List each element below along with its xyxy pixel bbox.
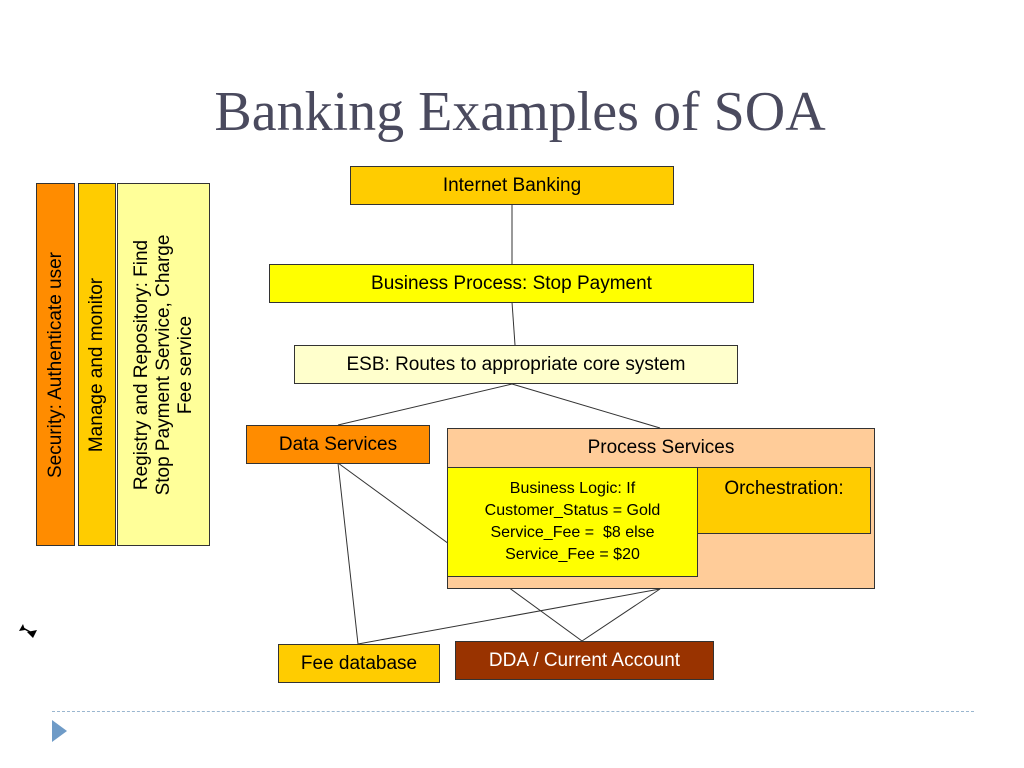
business-process-box: Business Process: Stop Payment — [269, 264, 754, 303]
business-logic-line4: Service_Fee = $20 — [505, 546, 640, 563]
registry-label-line1: Registry and Repository: Find — [130, 239, 152, 490]
line-process-services-to-fee-db — [357, 588, 661, 645]
line-esb-to-data-services — [337, 383, 513, 426]
registry-label: Registry and Repository: Find Stop Payme… — [131, 234, 197, 495]
dda-box: DDA / Current Account — [455, 641, 714, 680]
security-label: Security: Authenticate user — [44, 251, 66, 478]
registry-label-line2: Stop Payment Service, Charge — [152, 234, 174, 495]
slide-title: Banking Examples of SOA — [214, 81, 826, 143]
data-services-box: Data Services — [246, 425, 430, 464]
line-process-to-esb — [511, 301, 516, 346]
cursor-arrows-icon — [19, 624, 37, 638]
manage-label: Manage and monitor — [86, 277, 107, 452]
line-process-services-to-dda — [581, 588, 661, 642]
footer-divider — [52, 711, 974, 712]
registry-label-line3: Fee service — [174, 315, 196, 414]
orchestration-label: Orchestration: — [724, 478, 844, 499]
business-logic-box: Business Logic: If Customer_Status = Gol… — [447, 467, 698, 577]
line-data-services-to-fee-db — [337, 462, 359, 645]
manage-bar: Manage and monitor — [78, 183, 116, 546]
registry-bar: Registry and Repository: Find Stop Payme… — [117, 183, 210, 546]
play-triangle-icon — [52, 720, 67, 742]
fee-database-box: Fee database — [278, 644, 440, 683]
esb-box: ESB: Routes to appropriate core system — [294, 345, 738, 384]
business-logic-line2: Customer_Status = Gold — [484, 502, 661, 519]
business-logic-line3: Service_Fee = $8 else — [490, 524, 655, 541]
security-bar: Security: Authenticate user — [36, 183, 75, 546]
line-esb-to-process-services — [511, 383, 661, 429]
business-logic-line1: Business Logic: If — [509, 480, 636, 497]
orchestration-box: Orchestration: — [697, 467, 871, 534]
process-services-label: Process Services — [587, 437, 735, 458]
internet-banking-box: Internet Banking — [350, 166, 674, 205]
